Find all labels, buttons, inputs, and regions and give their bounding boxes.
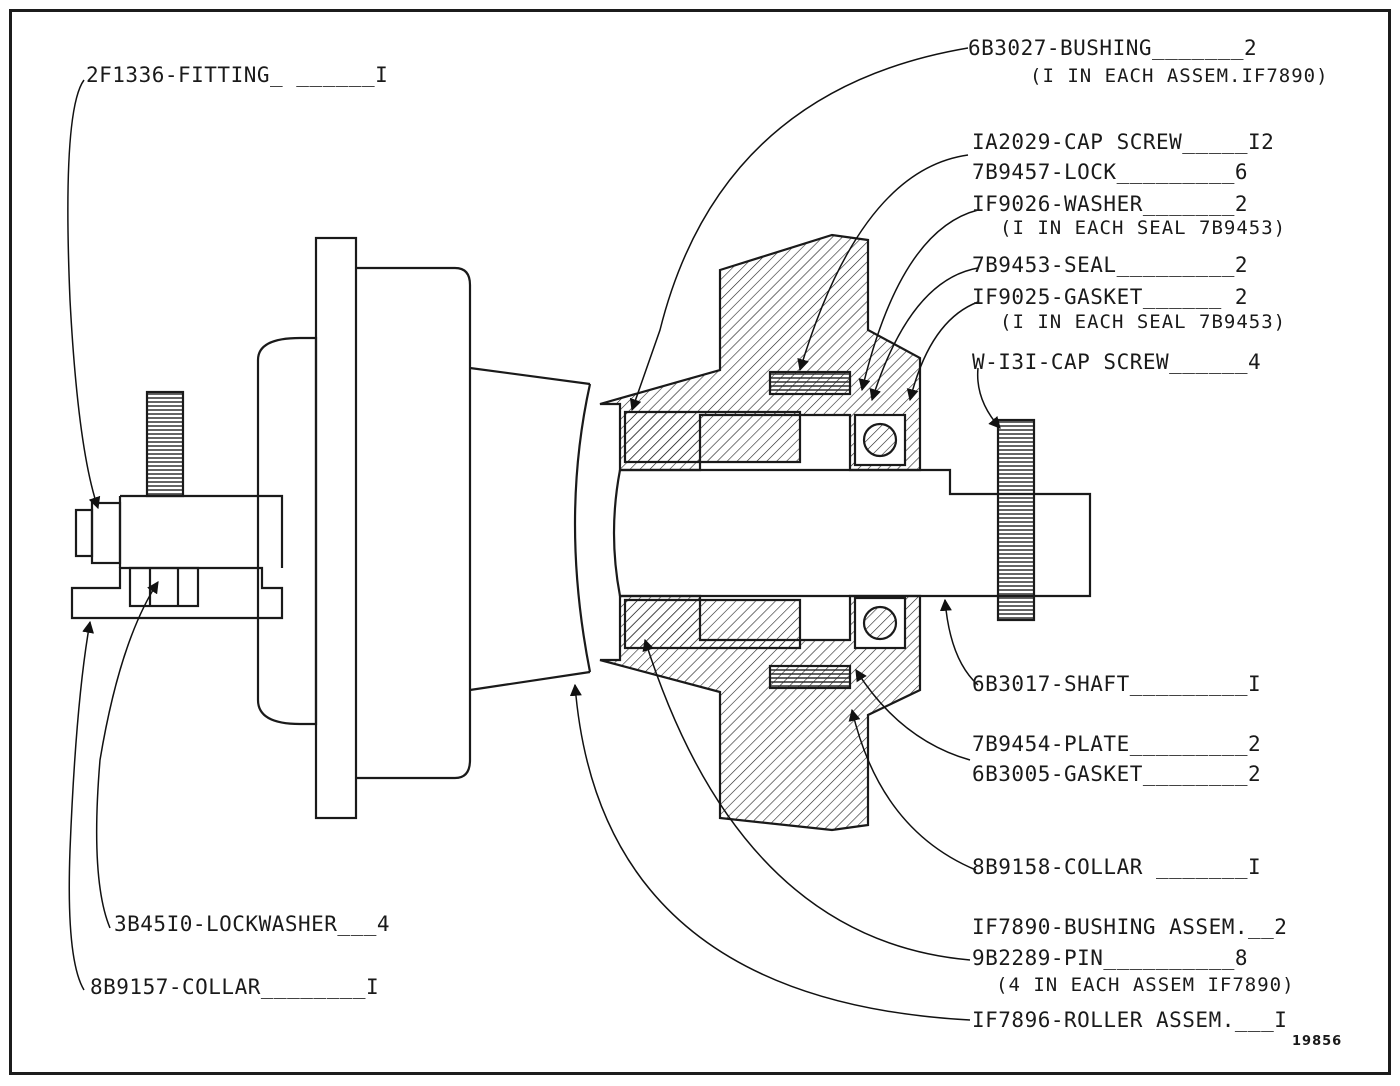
neck-top xyxy=(469,366,591,386)
label-cap-screw-12: IA2029-CAP SCREW_____I2 xyxy=(972,130,1275,154)
shaft xyxy=(620,468,1092,598)
leader-cap-screw-12 xyxy=(797,154,969,372)
neck-bottom xyxy=(469,670,591,692)
label-pin-note: (4 IN EACH ASSEM IF7890) xyxy=(996,974,1295,996)
leader-roller-assem xyxy=(569,683,971,1021)
bushing-lower xyxy=(623,598,802,650)
leader-collar-1 xyxy=(848,708,977,871)
leader-plate xyxy=(855,668,971,761)
label-washer: IF9026-WASHER_______2 xyxy=(972,192,1249,216)
leader-bushing xyxy=(629,47,969,412)
label-plate: 7B9454-PLATE_________2 xyxy=(972,732,1262,756)
label-pin: 9B2289-PIN__________8 xyxy=(972,946,1249,970)
label-gasket-2: 6B3005-GASKET________2 xyxy=(972,762,1262,786)
right-stud xyxy=(996,418,1036,622)
label-bushing-assem: IF7890-BUSHING ASSEM.__2 xyxy=(972,915,1288,939)
label-roller-assem: IF7896-ROLLER ASSEM.___I xyxy=(972,1008,1288,1032)
label-lock: 7B9457-LOCK_________6 xyxy=(972,160,1249,184)
leader-shaft xyxy=(939,598,979,686)
leader-cap-screw-4 xyxy=(976,367,1001,429)
drum-back xyxy=(256,336,318,726)
leader-bushing-assem xyxy=(642,638,971,961)
label-seal: 7B9453-SEAL_________2 xyxy=(972,253,1249,277)
leader-seal xyxy=(869,267,979,402)
housing-lower xyxy=(599,594,922,832)
leader-fitting xyxy=(67,79,101,510)
fitting-part xyxy=(90,501,122,565)
drawing-border xyxy=(9,9,1391,1075)
label-fitting: 2F1336-FITTING_ ______I xyxy=(86,63,389,87)
bushing-upper xyxy=(623,410,802,464)
left-upper-stud xyxy=(145,390,185,498)
label-washer-note: (I IN EACH SEAL 7B9453) xyxy=(1000,217,1287,239)
drum-flange xyxy=(314,236,358,820)
left-nut xyxy=(128,566,200,608)
label-collar-1: 8B9158-COLLAR _______I xyxy=(972,855,1262,879)
left-hub-body xyxy=(70,566,284,620)
leader-lockwasher xyxy=(95,580,159,929)
label-bushing-note: (I IN EACH ASSEM.IF7890) xyxy=(1030,65,1329,87)
label-gasket-note: (I IN EACH SEAL 7B9453) xyxy=(1000,311,1287,333)
leader-washer xyxy=(858,209,979,392)
drawing-number: 19856 xyxy=(1292,1034,1343,1049)
label-lockwasher: 3B45I0-LOCKWASHER___4 xyxy=(114,912,391,936)
label-bushing: 6B3027-BUSHING_______2 xyxy=(968,36,1258,60)
leader-gasket xyxy=(906,301,979,402)
drum-body xyxy=(356,266,472,780)
cap-screw-lower xyxy=(768,664,852,690)
label-gasket: IF9025-GASKET______ 2 xyxy=(972,285,1249,309)
label-collar-2: 8B9157-COLLAR________I xyxy=(90,975,380,999)
label-cap-screw-4: W-I3I-CAP SCREW______4 xyxy=(972,350,1262,374)
label-shaft: 6B3017-SHAFT_________I xyxy=(972,672,1262,696)
leader-collar-2 xyxy=(68,620,94,991)
cap-screw-upper xyxy=(768,370,852,396)
